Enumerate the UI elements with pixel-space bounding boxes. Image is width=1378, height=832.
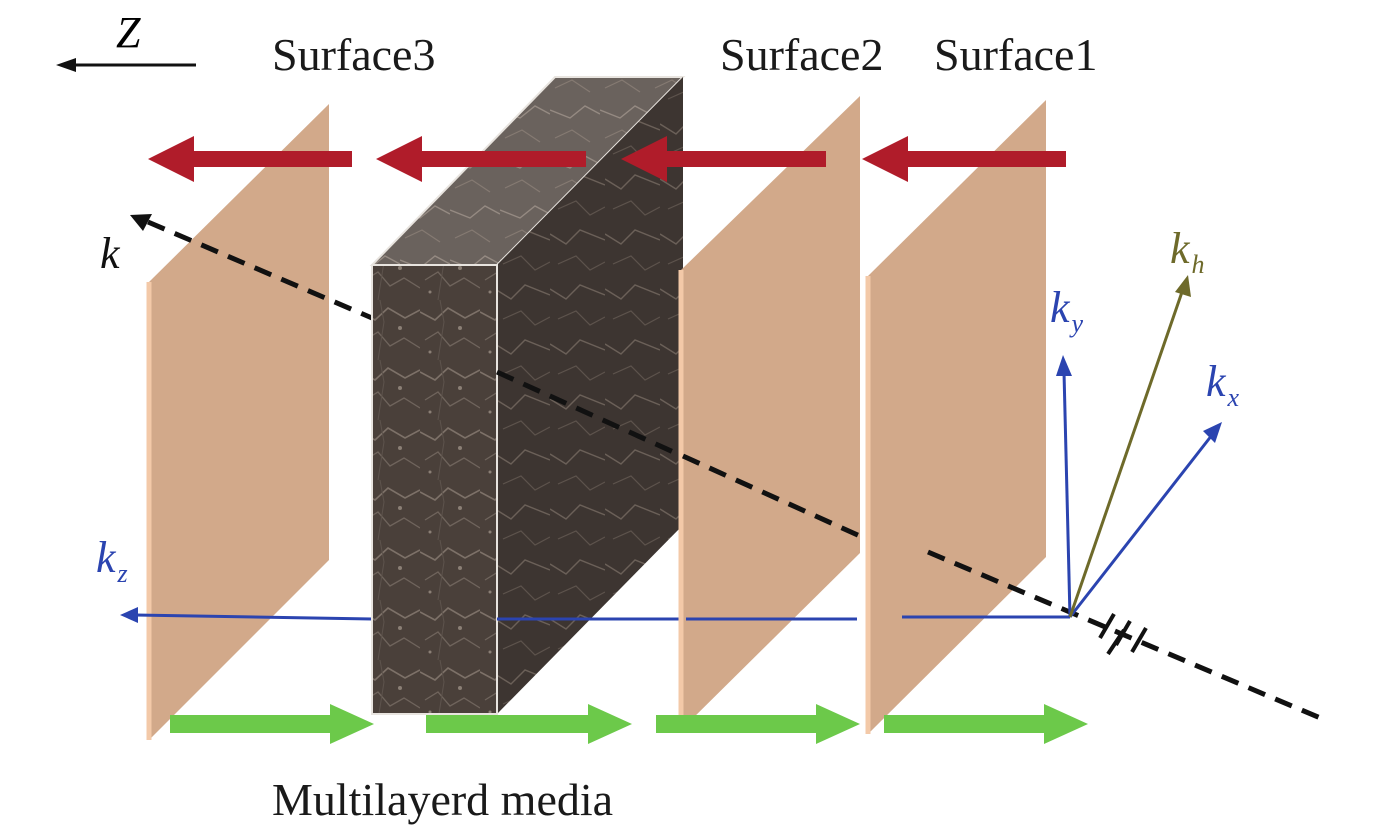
kx-vector: [1068, 434, 1214, 618]
green-arrow-3: [656, 704, 860, 744]
red-arrow-4: [862, 136, 1066, 182]
kz-line-left: [134, 613, 373, 621]
caption-label: Multilayerd media: [272, 774, 613, 825]
kh-vector: [1068, 291, 1184, 618]
k-vector-line-right: [927, 549, 1326, 723]
ky-arrowhead: [1056, 355, 1072, 376]
vector-triad: [1056, 275, 1222, 618]
red-arrow-2: [376, 136, 586, 182]
green-arrow-2: [426, 704, 632, 744]
red-arrows: [148, 136, 1066, 182]
kz-label: kz: [96, 533, 128, 588]
red-arrow-1: [148, 136, 352, 182]
green-arrow-4: [884, 704, 1088, 744]
kh-label: kh: [1170, 224, 1205, 279]
surface1-label: Surface1: [934, 29, 1097, 80]
k-tick-marks: [1098, 612, 1148, 656]
surface3-label: Surface3: [272, 29, 435, 80]
surface2-label: Surface2: [720, 29, 883, 80]
red-arrow-3: [621, 136, 826, 182]
k-vector-arrowhead: [130, 214, 152, 231]
k-vector-line-mid: [495, 369, 682, 458]
green-arrow-1: [170, 704, 374, 744]
green-arrows: [170, 704, 1088, 744]
textured-slab-icon: [369, 76, 686, 715]
k-vector-line-surface2: [681, 453, 864, 540]
kx-arrowhead: [1203, 422, 1222, 443]
ky-label: ky: [1050, 283, 1084, 338]
kz-arrowhead: [120, 607, 138, 623]
z-axis-arrow: [56, 58, 196, 72]
ky-vector: [1062, 371, 1072, 618]
k-vector-line-left: [147, 219, 373, 321]
axis-z-label: Z: [116, 8, 141, 57]
surface3-panel: [146, 104, 329, 740]
k-label: k: [100, 229, 121, 278]
kx-label: kx: [1206, 357, 1240, 412]
kh-arrowhead: [1175, 275, 1191, 297]
surface1-panel: [865, 100, 1046, 734]
surface2-panel: [678, 96, 860, 730]
